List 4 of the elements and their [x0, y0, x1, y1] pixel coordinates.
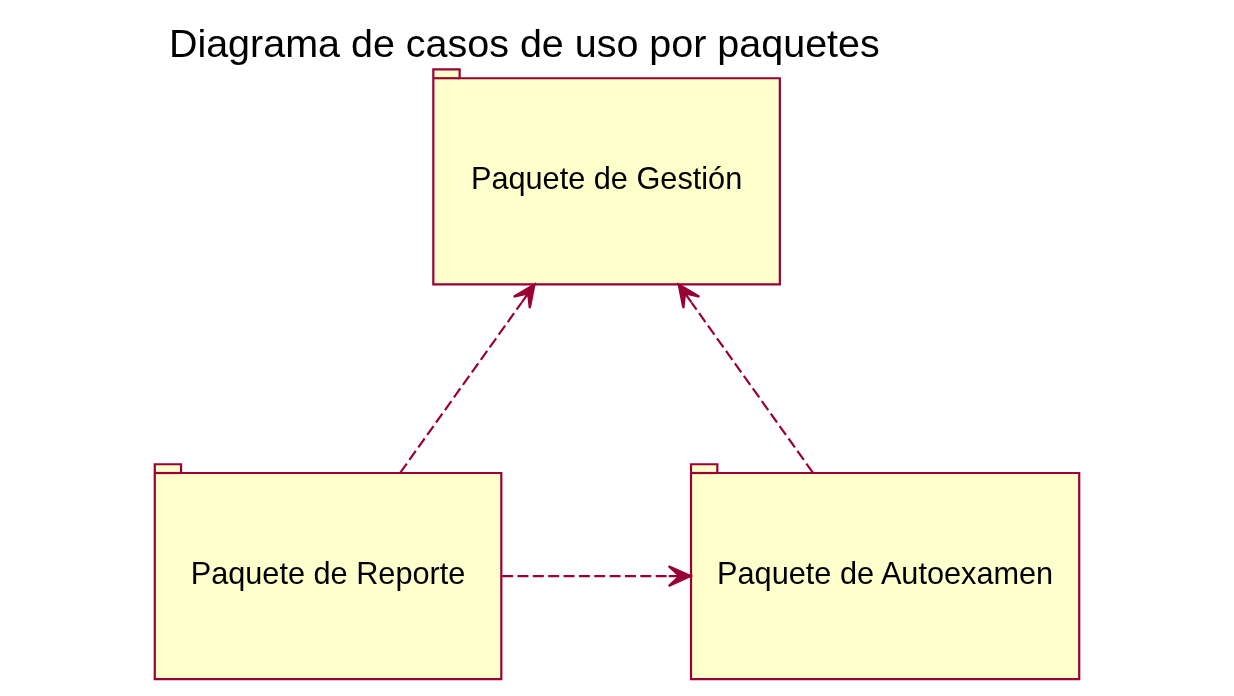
arrow: [502, 565, 692, 588]
diagram-title: Diagrama de casos de uso por paquetes: [168, 21, 880, 66]
arrow: [677, 283, 814, 473]
arrow: [399, 283, 536, 473]
